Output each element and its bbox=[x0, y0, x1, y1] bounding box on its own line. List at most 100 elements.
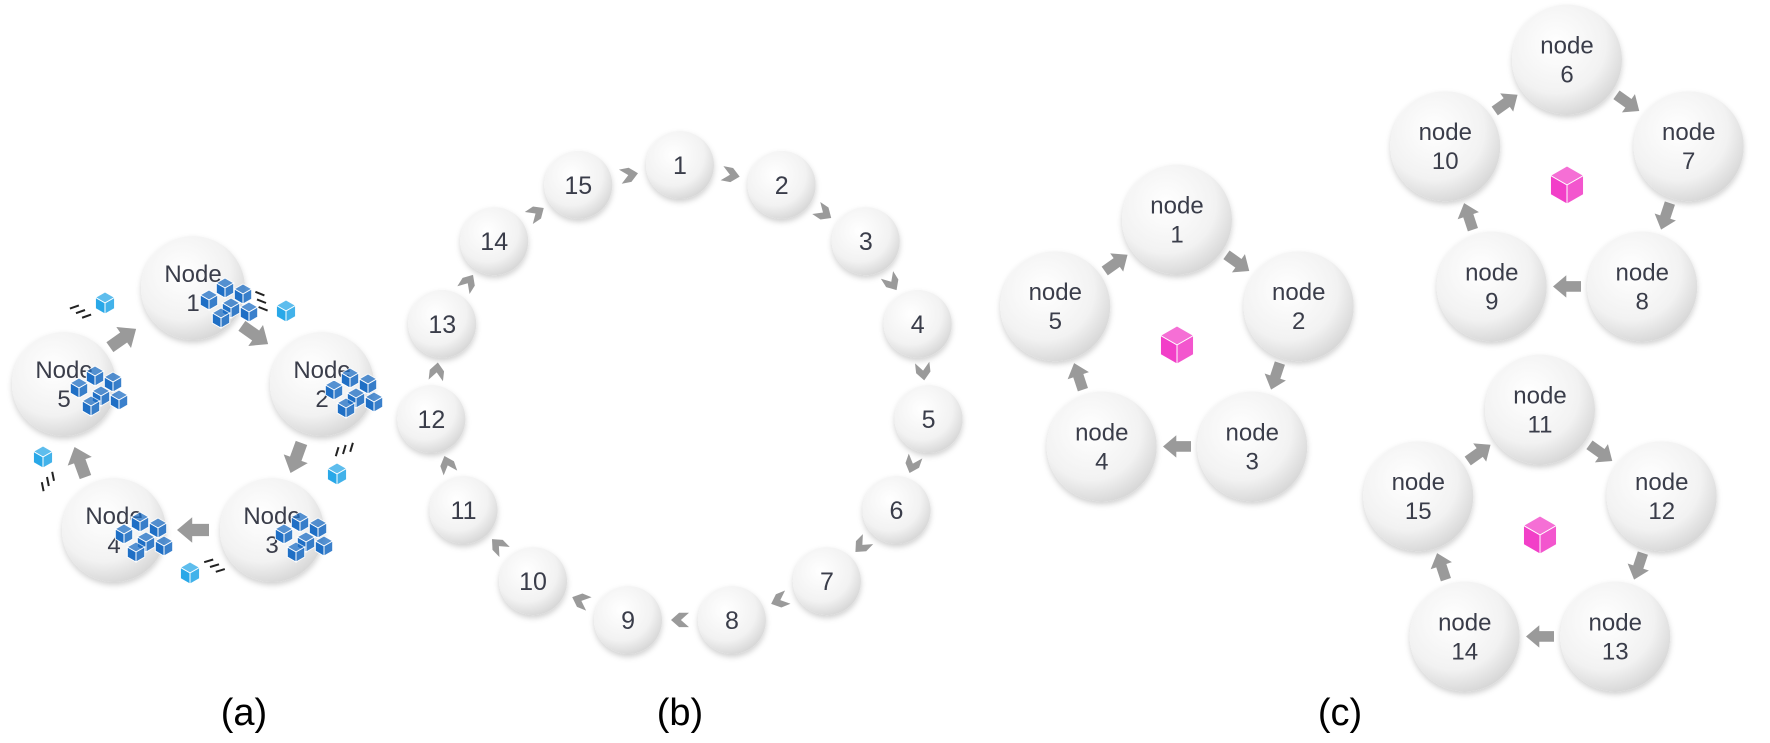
node-label-number: 1 bbox=[673, 152, 687, 180]
node-b-4: 4 bbox=[883, 289, 952, 358]
motion-line bbox=[51, 471, 55, 481]
node-circle bbox=[1122, 164, 1232, 275]
data-cluster-node-4 bbox=[114, 511, 174, 563]
node-circle bbox=[408, 289, 477, 358]
moving-packet-5 bbox=[32, 445, 55, 492]
node-label-number: 11 bbox=[451, 497, 477, 525]
motion-line bbox=[215, 568, 226, 573]
node-label-word: Node bbox=[35, 357, 92, 384]
node-circle bbox=[1512, 4, 1622, 115]
flow-arrow-icon bbox=[1264, 361, 1286, 390]
node-b-1: 1 bbox=[646, 131, 714, 199]
blue-cube-icon bbox=[324, 379, 344, 401]
motion-line bbox=[342, 444, 347, 455]
motion-line bbox=[69, 304, 80, 310]
node-label-number: 10 bbox=[519, 568, 547, 596]
node-b-6: 6 bbox=[862, 476, 931, 544]
flow-arrow-icon bbox=[720, 166, 740, 183]
node-label-number: 12 bbox=[417, 406, 445, 434]
motion-line bbox=[256, 298, 267, 304]
node-label-number: 8 bbox=[1636, 288, 1649, 315]
node-label-number: 13 bbox=[1602, 638, 1629, 665]
flow-arrow-icon bbox=[1464, 443, 1491, 466]
node-b-13: 13 bbox=[408, 289, 477, 358]
node-label-number: 15 bbox=[1405, 498, 1432, 525]
data-cluster-node-3 bbox=[274, 511, 334, 563]
node-label-number: 12 bbox=[1648, 498, 1675, 525]
node-b-9: 9 bbox=[594, 585, 663, 654]
motion-line bbox=[258, 306, 268, 312]
blue-cube-icon bbox=[85, 365, 105, 387]
node-b-7: 7 bbox=[792, 547, 861, 616]
node-circle bbox=[697, 585, 766, 654]
node-label-word: node bbox=[1075, 419, 1128, 446]
motion-line bbox=[203, 558, 214, 564]
node-circle bbox=[792, 547, 861, 616]
blue-cube-icon bbox=[290, 511, 310, 533]
flow-arrow-icon bbox=[440, 456, 458, 476]
node-circle bbox=[594, 585, 663, 654]
node-circle bbox=[1000, 251, 1111, 362]
node-circle bbox=[499, 547, 568, 616]
node-circle bbox=[1560, 581, 1671, 692]
blue-cube-icon bbox=[358, 373, 378, 395]
node-label-word: node bbox=[1662, 119, 1715, 146]
node-circle bbox=[883, 289, 952, 358]
node-label-number: 13 bbox=[428, 311, 456, 339]
node-label-number: 2 bbox=[775, 172, 789, 200]
node-circle bbox=[1436, 231, 1547, 342]
node-label-word: node bbox=[1616, 259, 1669, 286]
flow-arrow-icon bbox=[1627, 551, 1649, 580]
pink-cube-icon bbox=[1549, 165, 1585, 205]
node-b-8: 8 bbox=[697, 585, 766, 654]
node-b-14: 14 bbox=[460, 207, 529, 276]
motion-line bbox=[75, 309, 86, 315]
flow-arrow-icon bbox=[1654, 201, 1676, 230]
flow-arrow-icon bbox=[1163, 435, 1191, 458]
blue-cube-icon bbox=[233, 283, 253, 305]
caption-c: (c) bbox=[1318, 692, 1362, 734]
node-label-number: 5 bbox=[922, 406, 936, 434]
flow-arrow-icon bbox=[1491, 93, 1518, 116]
flow-arrow-icon bbox=[67, 446, 92, 480]
node-circle bbox=[1409, 581, 1520, 692]
flow-arrow-icon bbox=[177, 517, 209, 543]
light-blue-cube-icon bbox=[94, 291, 116, 315]
flow-arrow-icon bbox=[1553, 275, 1581, 298]
flow-arrow-icon bbox=[1457, 203, 1479, 232]
blue-cube-icon bbox=[81, 395, 101, 417]
blue-cube-icon bbox=[148, 517, 168, 539]
node-b-12: 12 bbox=[397, 385, 466, 454]
flow-arrow-icon bbox=[524, 206, 544, 224]
blue-cube-icon bbox=[126, 541, 146, 563]
node-label-number: 7 bbox=[1682, 148, 1695, 175]
node-label-number: 4 bbox=[1095, 448, 1108, 475]
node-circle bbox=[220, 478, 324, 582]
flow-arrow-icon bbox=[572, 593, 592, 611]
caption-a: (a) bbox=[221, 692, 267, 734]
node-label-number: 14 bbox=[1451, 638, 1478, 665]
node-label-number: 15 bbox=[564, 172, 592, 200]
motion-line bbox=[255, 290, 265, 297]
node-label-number: 4 bbox=[911, 311, 925, 339]
node-label-number: 14 bbox=[480, 228, 508, 256]
light-blue-cube-icon bbox=[32, 445, 54, 469]
blue-cube-icon bbox=[364, 391, 384, 413]
node-label-number: 1 bbox=[1170, 221, 1183, 248]
node-circle bbox=[12, 332, 116, 436]
flow-arrow-icon bbox=[428, 362, 445, 382]
node-label-number: 11 bbox=[1528, 411, 1553, 438]
node-b-3: 3 bbox=[831, 207, 900, 276]
node-label-word: node bbox=[1150, 193, 1203, 220]
node-b-11: 11 bbox=[429, 476, 498, 544]
